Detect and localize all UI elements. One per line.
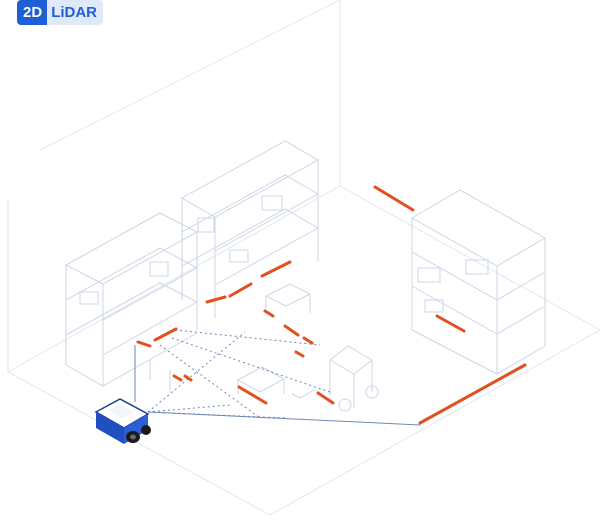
scan-segment [174, 376, 181, 380]
scan-segment [185, 376, 191, 380]
scan-segment [437, 316, 464, 331]
scan-segment [296, 352, 303, 356]
scan-segment [239, 387, 266, 403]
floor-objects [150, 284, 378, 411]
scan-segment [207, 297, 225, 302]
scan-segment [230, 284, 251, 296]
left-shelf [66, 213, 197, 386]
scan-segment [138, 342, 150, 346]
scan-segment [262, 262, 290, 276]
scan-points [138, 187, 525, 423]
scan-segment [265, 311, 273, 316]
scan-segment [375, 187, 413, 210]
middle-shelf [182, 141, 318, 318]
scan-segment [285, 326, 298, 335]
lidar-robot-icon [96, 399, 151, 444]
scan-segment [304, 338, 312, 343]
scan-segment [318, 393, 333, 403]
scan-segment [420, 365, 525, 423]
right-shelf [412, 190, 545, 374]
